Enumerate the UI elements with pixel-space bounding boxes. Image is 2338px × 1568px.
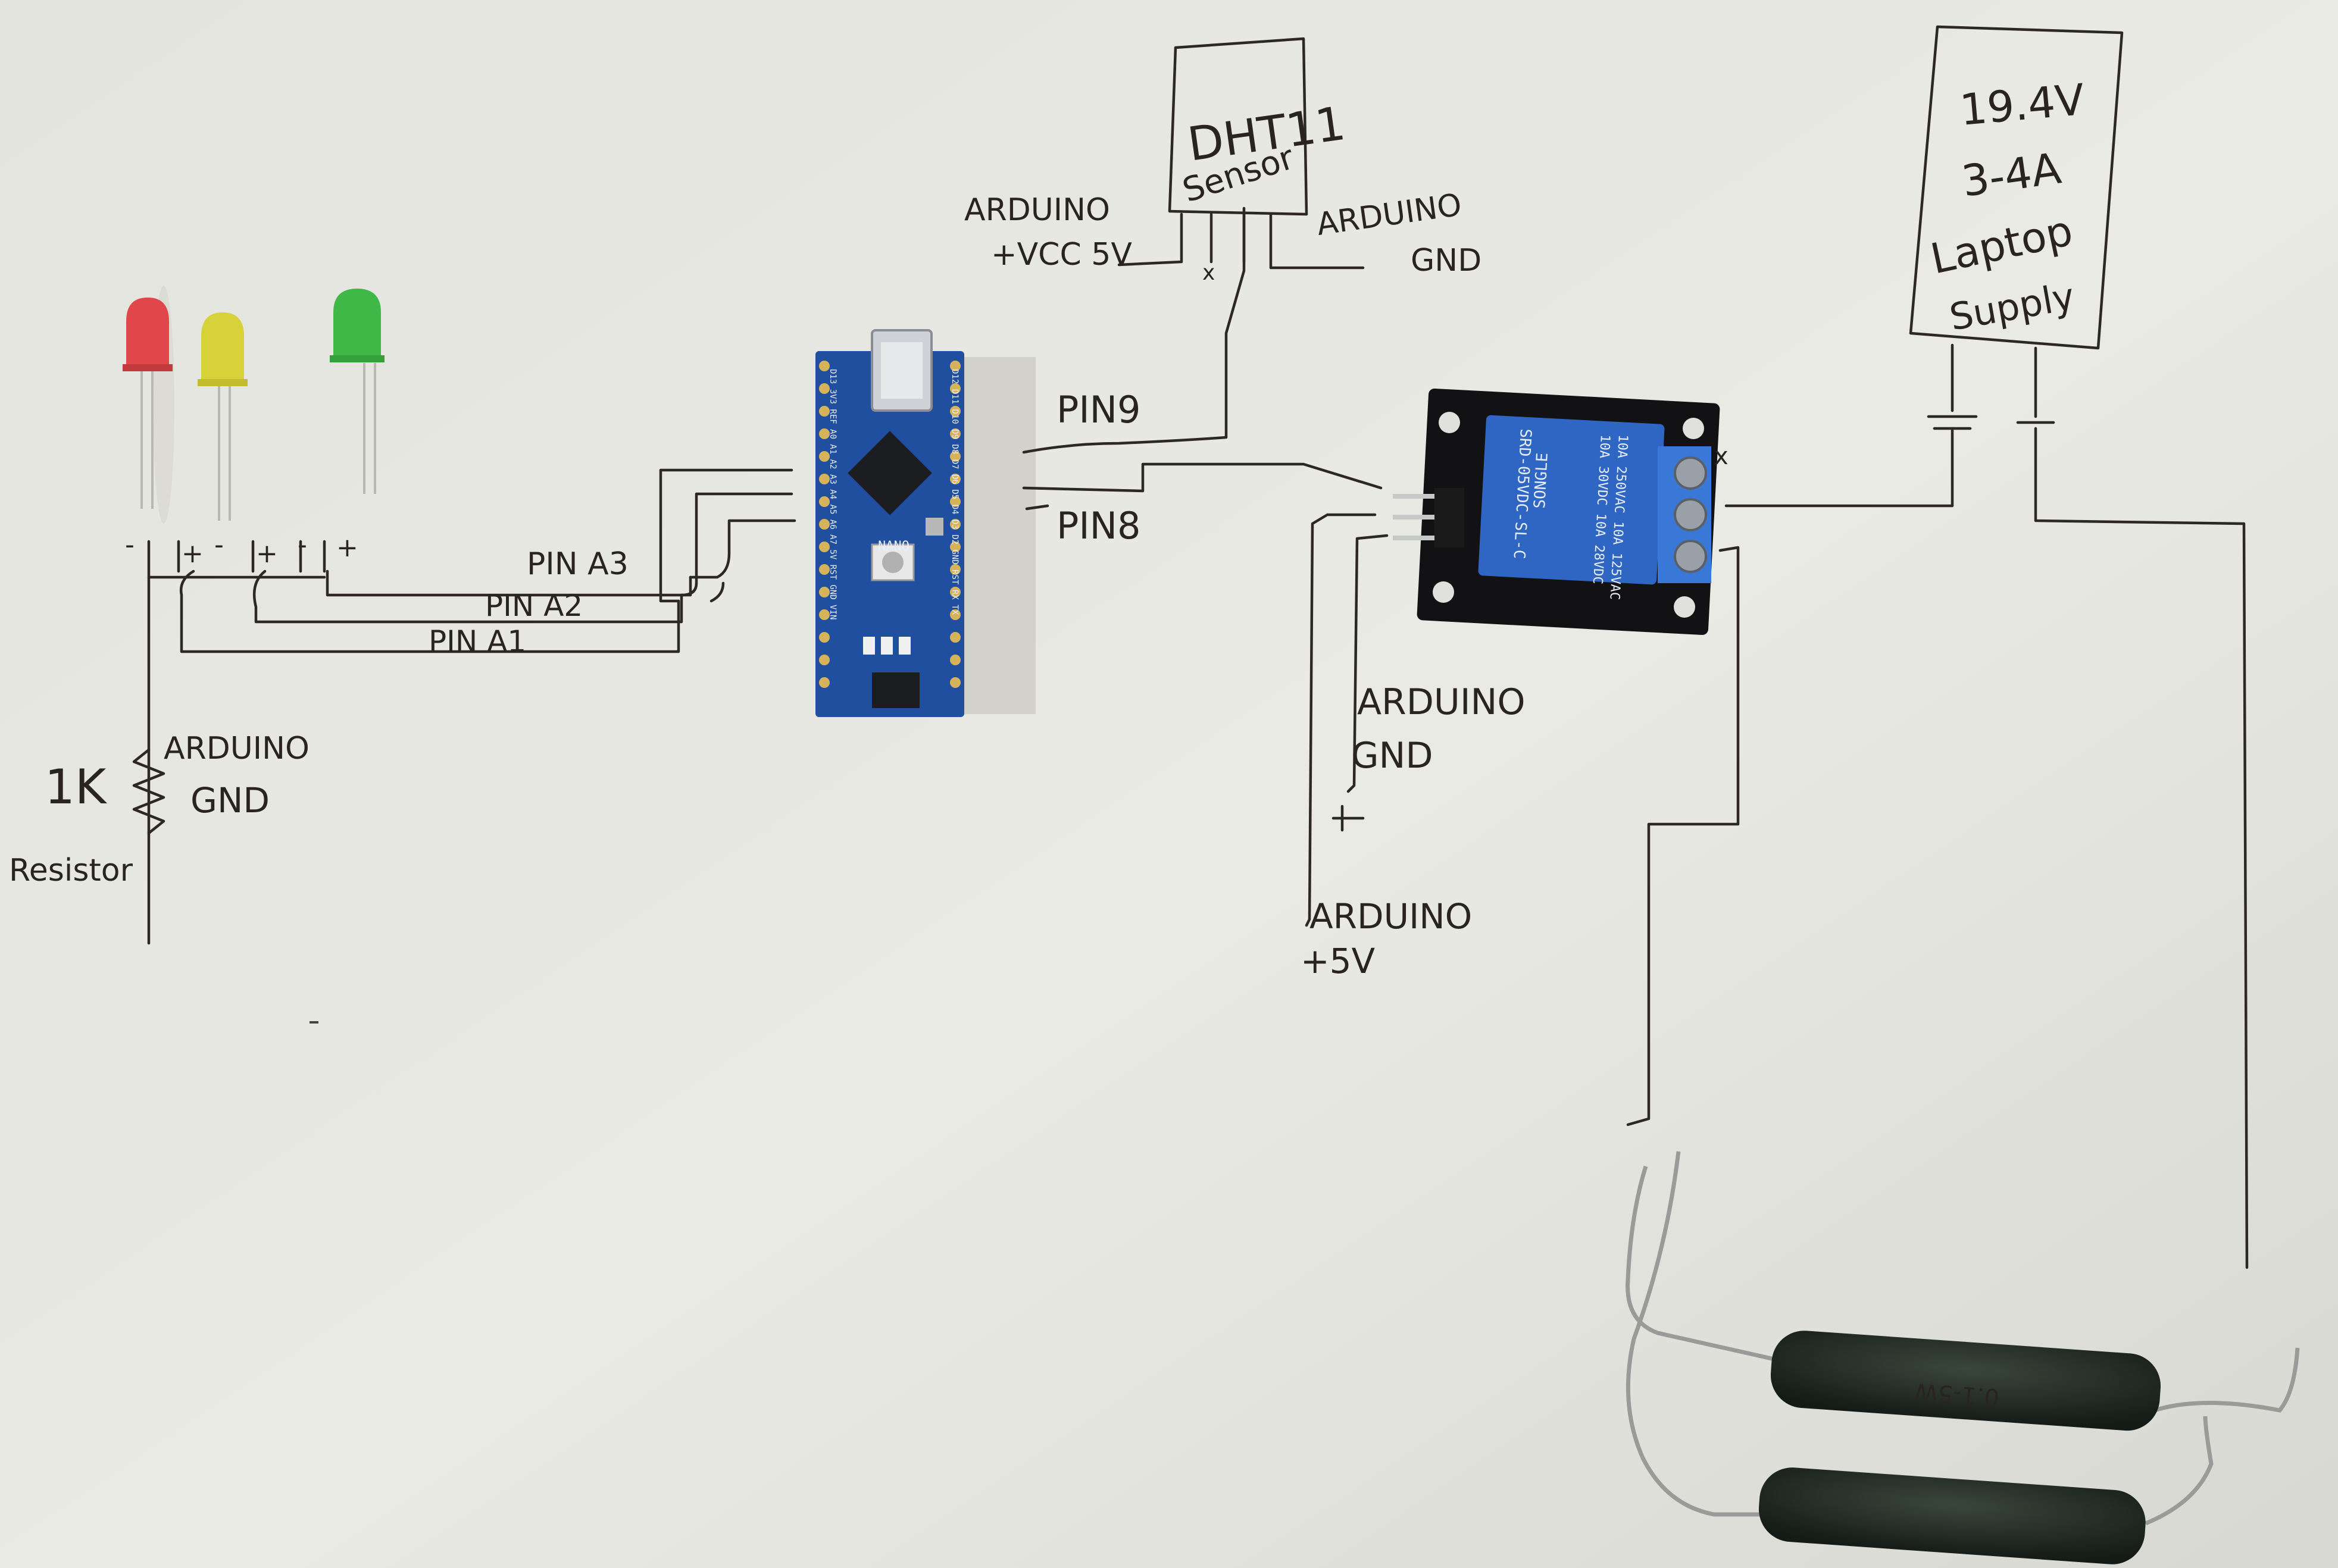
arduino-header-pin xyxy=(819,609,830,620)
label-pin8: PIN8 xyxy=(1057,504,1141,547)
arduino-header-pin xyxy=(950,361,961,371)
resistor-value: 1K xyxy=(45,759,108,815)
arduino-right-wiring xyxy=(1022,206,1383,511)
arduino-header-pin xyxy=(950,542,961,552)
load-resistor-top-marking: 0.1-5W xyxy=(1914,1378,2001,1411)
led-yellow xyxy=(198,312,248,521)
arduino-pin-row-right xyxy=(950,361,961,688)
resistor-1k: 1K Resistor ARDUINO GND xyxy=(9,731,310,888)
arduino-header-pin xyxy=(819,564,830,575)
arduino-header-pin xyxy=(950,451,961,462)
arduino-header-pin xyxy=(950,677,961,688)
led-plus-1: + xyxy=(182,539,204,569)
led-plus-2: + xyxy=(256,539,278,569)
resistor-name: Resistor xyxy=(9,853,133,888)
load-resistors: 0.1-5W xyxy=(1626,1151,2300,1564)
relay-gnd-line1: ARDUINO xyxy=(1357,681,1526,723)
arduino-pin-row-left xyxy=(819,361,830,688)
label-pin9: PIN9 xyxy=(1057,388,1141,431)
relay-vcc-line2: +5V xyxy=(1301,941,1375,981)
label-pin-a1: PIN A1 xyxy=(429,624,526,659)
led-red xyxy=(123,286,174,524)
arduino-model-label: NANO xyxy=(878,539,909,554)
arduino-header-pin xyxy=(819,587,830,597)
load-resistor-top: 0.1-5W xyxy=(1770,1331,2161,1431)
dht-vcc-line1: ARDUINO xyxy=(964,192,1110,228)
arduino-header-pin xyxy=(950,428,961,439)
arduino-header-pin xyxy=(819,655,830,665)
led-minus-3: - xyxy=(298,530,307,560)
load-resistor-bottom xyxy=(1758,1467,2146,1564)
arduino-header-pin xyxy=(950,496,961,507)
relay-input-wiring xyxy=(1305,513,1389,927)
led-pin-markers: - + - + - + xyxy=(125,530,358,569)
arduino-header-pin xyxy=(950,609,961,620)
arduino-header-pin xyxy=(819,383,830,394)
arduino-header-pin xyxy=(950,474,961,484)
arduino-header-pin xyxy=(819,496,830,507)
arduino-bottom-pin-labels: D13 3V3 REF A0 A1 A2 A3 A4 A5 A6 A7 5V R… xyxy=(828,369,837,619)
led-minus-2: - xyxy=(214,530,224,560)
arduino-header-pin xyxy=(819,428,830,439)
psu-line1: 19.4V xyxy=(1958,74,2086,135)
dht-gnd-line2: GND xyxy=(1411,243,1481,278)
relay-brand: SONGLE xyxy=(1531,452,1552,509)
led-minus-1: - xyxy=(125,530,135,560)
resistor-gnd-line2: GND xyxy=(190,780,270,821)
arduino-header-pin xyxy=(819,519,830,530)
led-plus-3: + xyxy=(336,533,358,563)
arduino-header-pin xyxy=(950,564,961,575)
relay-module: SRD-05VDC-SL-C 10A 250VAC 10A 125VAC 10A… xyxy=(1393,388,1729,636)
arduino-header-pin xyxy=(819,406,830,417)
label-pin-a2: PIN A2 xyxy=(485,589,583,623)
led-wiring xyxy=(147,468,796,945)
arduino-header-pin xyxy=(819,632,830,643)
arduino-header-pin xyxy=(819,361,830,371)
arduino-header-pin xyxy=(950,655,961,665)
arduino-header-pin xyxy=(819,677,830,688)
arduino-header-pin xyxy=(950,406,961,417)
dht-vcc-line2: +VCC 5V xyxy=(991,237,1132,273)
relay-gnd-line2: GND xyxy=(1351,735,1433,777)
resistor-gnd-line1: ARDUINO xyxy=(164,731,310,766)
arduino-header-pin xyxy=(819,451,830,462)
arduino-header-pin xyxy=(819,542,830,552)
relay-vcc-line1: ARDUINO xyxy=(1309,896,1472,937)
label-pin-a3: PIN A3 xyxy=(527,546,629,582)
arduino-header-pin xyxy=(950,519,961,530)
arduino-nano: NANO D12 D11 D10 D9 D8 D7 D6 D5 D4 D3 D2… xyxy=(815,329,1036,717)
arduino-header-pin xyxy=(819,474,830,484)
relay-nc-mark: x xyxy=(1714,443,1729,470)
arduino-header-pin xyxy=(950,587,961,597)
arduino-header-pin xyxy=(950,383,961,394)
dht-nc-mark: x xyxy=(1202,261,1215,285)
arduino-header-pin xyxy=(950,632,961,643)
relay-output-wiring xyxy=(1626,546,1740,1126)
led-green xyxy=(330,289,385,494)
arduino-top-pin-labels: D12 D11 D10 D9 D8 D7 D6 D5 D4 D3 D2 GND … xyxy=(950,369,959,615)
